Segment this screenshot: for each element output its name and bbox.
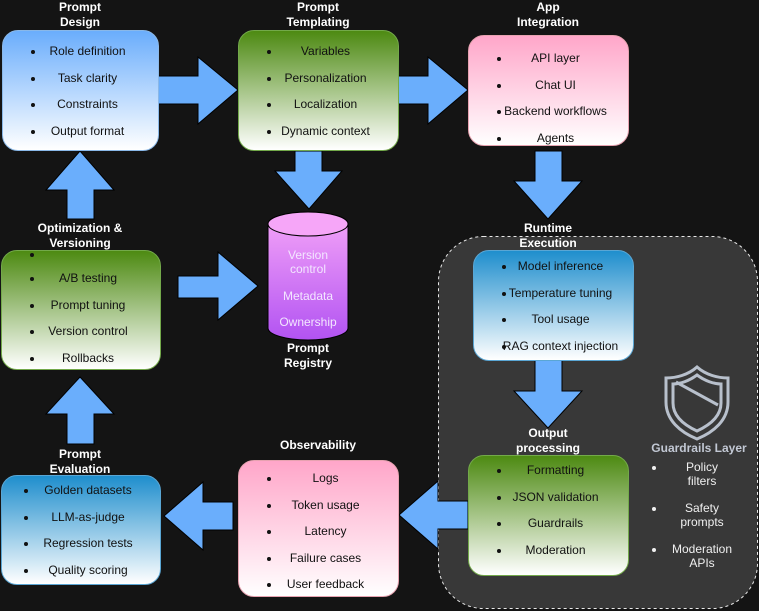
list-item: Token usage (239, 492, 398, 519)
arrow-observability-to-evaluation (163, 480, 234, 552)
list-item: Constraints (3, 91, 158, 118)
list-item: Moderation APIs (648, 542, 748, 570)
arrow-integration-to-runtime (512, 150, 584, 220)
guardrails-title: Guardrails Layer (651, 441, 747, 455)
list-item: JSON validation (469, 484, 628, 511)
observability-title: Observability (279, 438, 357, 452)
list-item (2, 251, 160, 265)
list-item: Logs (239, 465, 398, 492)
list-item: Personalization (239, 65, 398, 92)
runtime-execution-title: Runtime Execution (519, 221, 577, 250)
list-item: Temperature tuning (474, 280, 633, 307)
list-item: RAG context injection (502, 338, 619, 353)
output-processing-title: Output processing (515, 426, 581, 455)
observability-box: Logs Token usage Latency Failure cases U… (238, 460, 399, 597)
list-item: User feedback (239, 571, 398, 598)
list-item: Safety prompts (648, 501, 748, 529)
arrow-output-to-observability (398, 479, 469, 551)
list-item: API layer (469, 45, 628, 72)
registry-item: Metadata (282, 289, 334, 303)
runtime-execution-box: Model inference Temperature tuning Tool … (473, 250, 634, 361)
guardrails-list: Policy filters Safety prompts Moderation… (648, 460, 748, 583)
arrow-templating-to-registry (273, 150, 344, 210)
prompt-templating-title: Prompt Templating (286, 0, 350, 29)
list-item: Variables (239, 38, 398, 65)
list-item: A/B testing (2, 265, 160, 292)
list-item: Prompt tuning (2, 292, 160, 319)
registry-item: Ownership (279, 315, 337, 329)
arrow-templating-to-integration (397, 55, 469, 126)
arrow-evaluation-to-optimization (44, 376, 116, 445)
registry-cylinder (267, 211, 349, 341)
list-item: Backend workflows (469, 98, 628, 125)
list-item: Output format (3, 118, 158, 145)
prompt-evaluation-box: Golden datasets LLM-as-judge Regression … (1, 475, 161, 585)
list-item: Golden datasets (2, 477, 160, 504)
list-item: Regression tests (2, 530, 160, 557)
arrow-optimization-to-design (44, 150, 116, 220)
shield-icon (664, 364, 730, 441)
list-item: Rollbacks (2, 345, 160, 372)
arrow-optimization-to-registry (177, 250, 259, 322)
list-item: Formatting (469, 457, 628, 484)
prompt-registry-title: Prompt Registry (283, 341, 333, 370)
list-item: Quality scoring (2, 557, 160, 584)
prompt-design-title: Prompt Design (59, 0, 101, 29)
list-item: Failure cases (239, 545, 398, 572)
list-item: Tool usage (474, 306, 633, 333)
arrow-design-to-templating (157, 55, 239, 126)
list-item: Policy filters (648, 460, 748, 488)
prompt-templating-box: Variables Personalization Localization D… (238, 30, 399, 151)
list-item: LLM-as-judge (2, 504, 160, 531)
prompt-evaluation-title: Prompt Evaluation (49, 447, 111, 476)
registry-item: Version control (287, 248, 329, 276)
list-item: Dynamic context (239, 118, 398, 145)
app-integration-box: API layer Chat UI Backend workflows Agen… (468, 35, 629, 146)
list-item: Agents (469, 125, 628, 152)
arrow-runtime-to-output (512, 359, 584, 429)
list-item: Task clarity (3, 65, 158, 92)
list-item: Chat UI (469, 72, 628, 99)
optimization-versioning-title: Optimization & Versioning (37, 221, 123, 250)
optimization-versioning-box: A/B testing Prompt tuning Version contro… (1, 250, 161, 370)
list-item: Model inference (474, 253, 633, 280)
list-item: Latency (239, 518, 398, 545)
list-item: Guardrails (469, 510, 628, 537)
list-item: Role definition (3, 38, 158, 65)
list-item: Localization (239, 91, 398, 118)
output-processing-box: Formatting JSON validation Guardrails Mo… (468, 455, 629, 576)
app-integration-title: App Integration (517, 0, 579, 29)
list-item: Version control (2, 318, 160, 345)
prompt-design-box: Role definition Task clarity Constraints… (2, 30, 159, 151)
list-item: Moderation (469, 537, 628, 564)
